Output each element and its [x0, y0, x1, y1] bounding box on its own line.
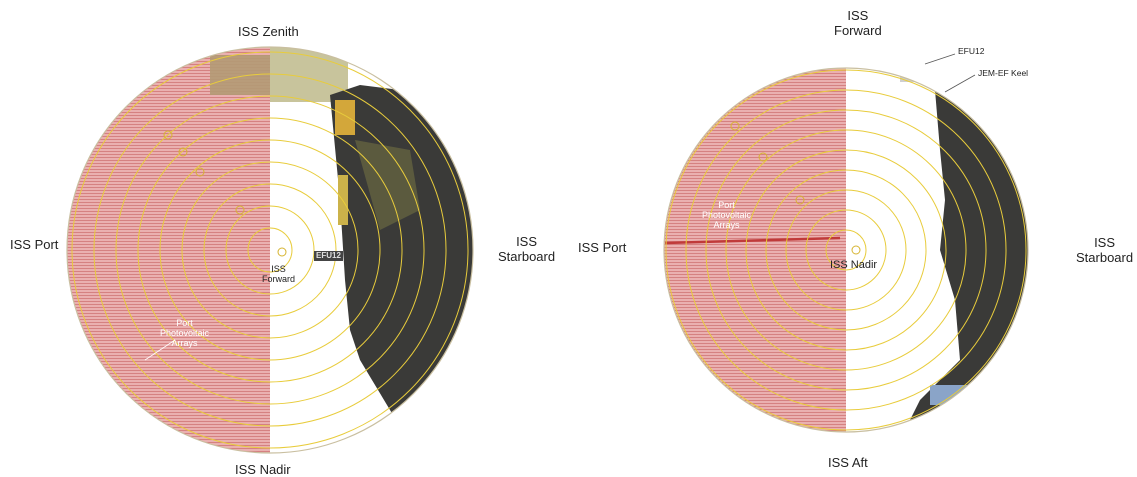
left-pv-line3: Arrays	[171, 338, 198, 348]
right-port-label: ISS Port	[578, 240, 627, 255]
right-pv-line3: Arrays	[713, 220, 740, 230]
left-bottom-label: ISS Nadir	[235, 462, 291, 477]
right-starboard-line2: Starboard	[1076, 250, 1134, 265]
right-center-label: ISS Nadir	[830, 259, 878, 271]
left-center-line1: ISS	[271, 264, 286, 274]
left-pv-label: Port Photovoltaic Arrays	[160, 318, 209, 348]
right-bottom-label: ISS Aft	[828, 455, 868, 470]
right-port-pv-array	[664, 68, 846, 432]
right-top-line1: ISS	[847, 8, 869, 23]
left-starboard-label: ISS Starboard	[498, 234, 555, 264]
right-starboard-label: ISS Starboard	[1076, 235, 1133, 265]
left-center-line2: Forward	[262, 274, 296, 284]
left-pv-line2: Photovoltaic	[160, 328, 210, 338]
left-port-label: ISS Port	[10, 237, 59, 252]
left-port-pv-array	[67, 47, 270, 453]
right-fisheye-view	[664, 68, 1028, 432]
right-starboard-line1: ISS	[1094, 235, 1116, 250]
left-efu12-tag: EFU12	[314, 251, 343, 261]
right-callout-jem-ef-keel: JEM-EF Keel	[978, 68, 1029, 78]
right-top-line2: Forward	[834, 23, 882, 38]
right-pv-line2: Photovoltaic	[702, 210, 752, 220]
left-fisheye-view	[67, 47, 473, 453]
left-starboard-line1: ISS	[516, 234, 538, 249]
right-callout-efu12: EFU12	[958, 46, 985, 56]
left-top-label: ISS Zenith	[238, 24, 299, 39]
left-pv-line1: Port	[176, 318, 193, 328]
right-pv-line1: Port	[718, 200, 735, 210]
right-pv-label: Port Photovoltaic Arrays	[702, 200, 751, 230]
right-top-label: ISS Forward	[834, 8, 882, 38]
left-center-label: ISS Forward	[262, 264, 295, 284]
left-starboard-line2: Starboard	[498, 249, 556, 264]
